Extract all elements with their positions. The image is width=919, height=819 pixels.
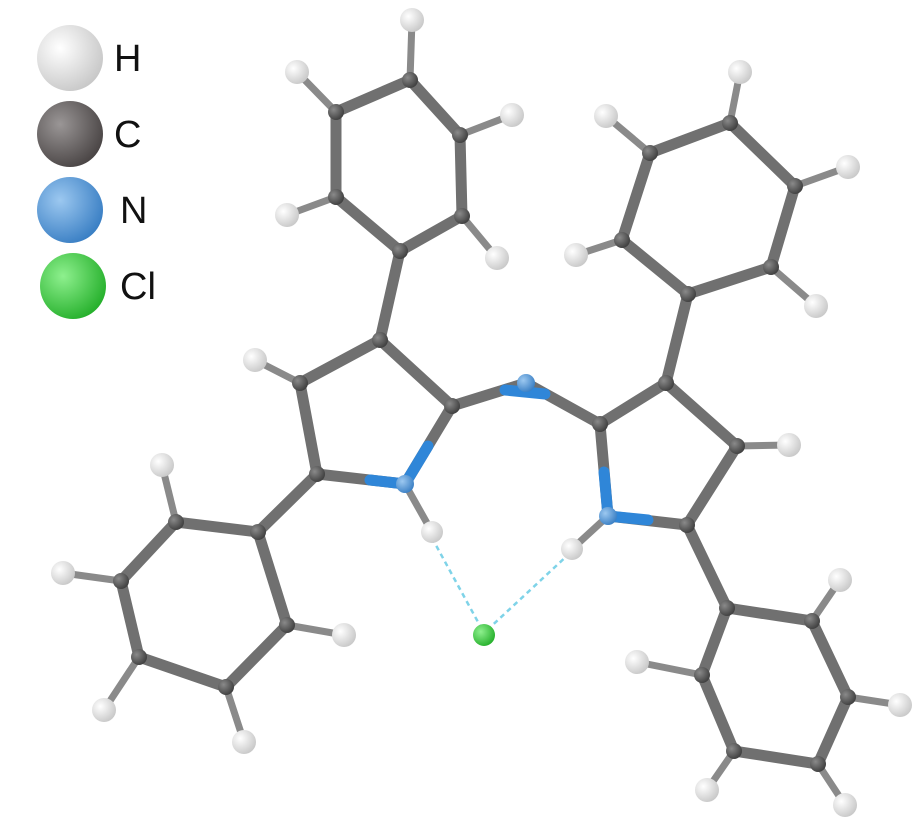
bond [660,288,694,389]
atom [113,573,129,589]
atom [564,243,588,267]
atom [763,259,779,275]
bonds [114,74,855,771]
atom [614,232,630,248]
atom [250,524,266,540]
atom [679,517,695,533]
atom [400,8,424,32]
atom [218,679,234,695]
ring-bottom-right [696,602,855,771]
atom [392,243,408,259]
atom [275,203,299,227]
hydrogen-atoms [51,8,912,817]
atom [828,568,852,592]
chlorine-swatch-icon [40,253,106,319]
atom [332,623,356,647]
atom [150,453,174,477]
legend: H C N Cl [37,25,156,319]
legend-item-cl: Cl [40,253,156,319]
atom [292,375,308,391]
atom [561,538,583,560]
ring-bottom-left [114,516,294,694]
atom [680,286,696,302]
bond [499,384,551,400]
atom [594,104,618,128]
atom [444,398,460,414]
atom [810,756,826,772]
hbond-left [430,537,486,634]
atom [658,375,674,391]
atom [804,294,828,318]
hbond-right [483,552,571,634]
nitrogen-swatch-icon [37,177,103,243]
atom [131,649,147,665]
chloride-atom [473,624,495,646]
legend-item-n: N [37,177,147,243]
legend-label-cl: Cl [120,266,156,308]
atom [599,507,617,525]
legend-label-h: H [114,38,141,80]
atom [402,72,418,88]
atom [726,743,742,759]
carbon-swatch-icon [37,101,103,167]
atom [695,778,719,802]
hydrogen-swatch-icon [37,25,103,91]
atom [485,246,509,270]
bond [374,245,406,346]
atom [372,332,388,348]
legend-label-n: N [120,190,147,232]
hydrogen-bonds [430,537,571,634]
legend-label-c: C [114,114,141,156]
atom [232,730,256,754]
atom [592,416,608,432]
atom [328,104,344,120]
atom [777,433,801,457]
atom [500,103,524,127]
atom [804,613,820,629]
atom [625,650,649,674]
atom [452,127,468,143]
h-bonds [59,16,904,809]
legend-item-h: H [37,25,141,91]
atom [168,514,184,530]
atom [836,155,860,179]
atom [51,561,75,585]
atom [729,438,745,454]
atom [517,374,535,392]
ring-top-left [330,74,468,258]
atom [728,60,752,84]
atom [642,145,658,161]
atom [396,475,414,493]
atom [888,693,912,717]
atom [694,667,710,683]
legend-item-c: C [37,101,141,167]
atom [279,617,295,633]
nitrogen-atoms [396,374,617,525]
pyrrole-left [293,334,460,490]
atom [92,698,116,722]
atom [833,793,857,817]
atom [719,600,735,616]
atom [309,466,325,482]
atom [722,115,738,131]
bond [252,468,323,538]
atom [454,208,470,224]
atom [328,189,344,205]
atom [840,689,856,705]
atom [787,178,803,194]
atom [285,60,309,84]
atom [421,521,443,543]
pyrrole-right [594,376,745,531]
atom [243,348,267,372]
bond [681,519,733,614]
carbon-atoms [113,72,856,772]
